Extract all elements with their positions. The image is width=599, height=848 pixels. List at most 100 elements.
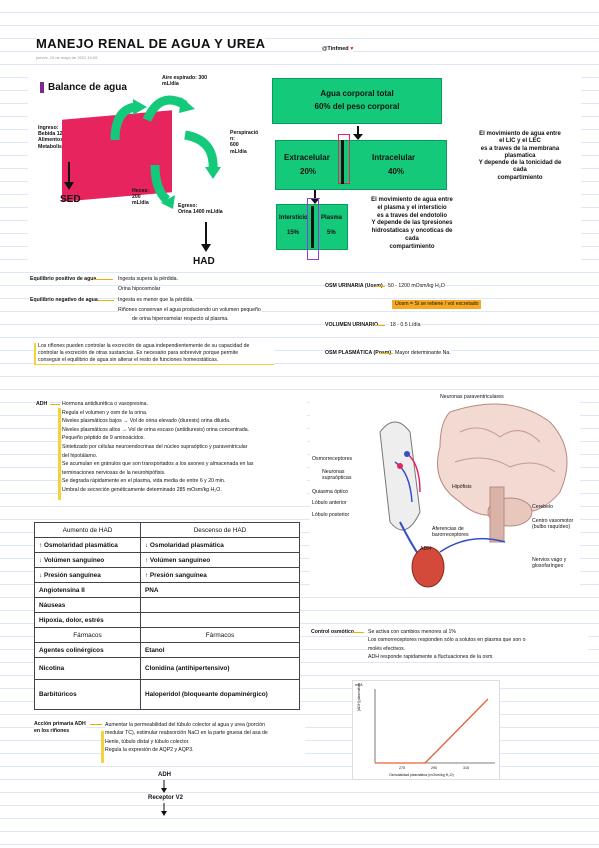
- arrow-down-icon: [353, 126, 363, 140]
- graph-svg: [374, 689, 495, 764]
- table-cell: Fármacos: [34, 627, 141, 643]
- label-line: en los riñones: [34, 728, 70, 734]
- negative-item: Riñones conservan el agua produciendo un…: [118, 307, 261, 314]
- perspiration-text: Perspiració n: 600 mL/día: [230, 130, 258, 155]
- note-line: el LIC y el LEC: [499, 138, 541, 145]
- flow-arrows-icon: [110, 95, 221, 209]
- table-cell: ↓ Presión sanguínea: [34, 567, 141, 583]
- label-line: Neuronas: [322, 469, 345, 475]
- arrow-down-icon: [310, 190, 320, 204]
- label-baroreceptors: Aferencias de barorreceptores: [432, 526, 469, 538]
- graph-xlabel: Osmolalidad plasmática (mOsm/kg H₂O): [389, 773, 454, 777]
- positive-item: Ingesta supera la pérdida.: [118, 276, 178, 283]
- feces-line: mL/día: [132, 200, 149, 207]
- table-cell: ↑ Osmolaridad plasmática: [34, 537, 141, 553]
- author-handle: @Tinfmed ♥: [322, 46, 354, 52]
- page-title: MANEJO RENAL DE AGUA Y UREA: [36, 36, 266, 51]
- heart-icon: ♥: [350, 46, 354, 52]
- urine-volume-label: VOLUMEN URINARIO: [325, 322, 379, 329]
- inter-pct: 15%: [287, 230, 300, 236]
- egress-line: Orina 1400 mL/día: [178, 209, 223, 216]
- label-line: supraópticas: [322, 475, 352, 482]
- osmotic-item: Se activa con cambios menores al 1%: [368, 629, 456, 635]
- adh-item: Hormona antidiurética o vasopresina.: [62, 401, 148, 407]
- adh-item: Se acumulan en gránulos que son transpor…: [62, 461, 254, 468]
- table-cell: Clonidina (antihipertensivo): [139, 657, 301, 680]
- feces-line: 200: [132, 194, 141, 201]
- label-line: barorreceptores: [432, 532, 469, 539]
- table-cell: Hipoxia, dolor, estrés: [34, 612, 141, 628]
- osmotic-item: Los osmorreceptores responden sólo a sol…: [368, 637, 526, 644]
- adh-osm-graph: mU/L [ADH] plasmática 275 290 315 Osmola…: [352, 680, 500, 780]
- note-line: Y depende de la tonicidad de: [478, 160, 562, 167]
- had-table: Aumento de HAD Descenso de HAD ↑ Osmolar…: [34, 522, 301, 710]
- intra-label: Intracelular: [372, 153, 416, 162]
- table-row: ↑ Osmolaridad plasmática↓ Osmolaridad pl…: [34, 537, 301, 553]
- egress-line: Egreso:: [178, 203, 198, 209]
- table-cell: Barbitúricos: [34, 679, 141, 710]
- plasma-osm-label: OSM PLASMÁTICA (Posm): [325, 350, 392, 357]
- label-vasomotor: Centro vasomotor (bulbo raquídeo): [532, 518, 573, 530]
- table-cell: [139, 612, 301, 628]
- label-line: glosofaríngeo: [532, 563, 564, 570]
- arrow-down-icon: [161, 780, 167, 793]
- page-date: jueves, 15 de mayo de 2022 10:09: [36, 55, 98, 60]
- label-line: (bulbo raquídeo): [532, 524, 571, 531]
- sweat-line: Perspiració: [230, 130, 259, 136]
- adh-list: Hormona antidiurética o vasopresina. Reg…: [62, 400, 307, 495]
- table-cell: Etanol: [139, 642, 301, 658]
- graph-xtick: 275: [399, 766, 405, 770]
- graph-xtick: 315: [463, 766, 469, 770]
- note-line: es a traves del endotolio: [376, 212, 448, 219]
- osmotic-control-list: Se activa con cambios menores al 1% Los …: [368, 628, 588, 662]
- kidney-paragraph: Los riñones pueden controlar la excreció…: [34, 343, 274, 365]
- table-header: Descenso de HAD: [139, 522, 301, 538]
- note-line: compartimiento: [389, 243, 435, 250]
- table-row: ↓ Presión sanguínea↑ Presión sanguínea: [34, 567, 301, 583]
- label-line: Centro vasomotor: [532, 518, 574, 524]
- note-line: es a traves de la membrana: [480, 145, 560, 152]
- table-cell: [139, 597, 301, 613]
- adh-item: Se degrada rápidamente en el plasma, vid…: [62, 478, 226, 485]
- primary-action-label: Acción primaria ADH en los riñones: [34, 721, 86, 735]
- lic-lec-note: El movimiento de agua entre el LIC y el …: [450, 131, 590, 182]
- endothelium-line: [311, 206, 314, 248]
- table-cell: ↑ Volúmen sanguíneo: [139, 552, 301, 568]
- negative-item: de orina hiperosmolar respecto al plasma…: [132, 316, 229, 323]
- adh-marker: [58, 408, 61, 500]
- air-line: mL/día: [162, 81, 179, 88]
- table-cell: ↓ Osmolaridad plasmática: [139, 537, 301, 553]
- table-header-row: Aumento de HAD Descenso de HAD: [34, 522, 301, 538]
- label-cerebellum: Cerebelo: [532, 504, 554, 510]
- thirst-label: SED: [60, 194, 81, 205]
- positive-balance-label: Equilibrio positivo de agua: [30, 276, 97, 283]
- note-line: Y depende de las tpresiones: [371, 220, 453, 227]
- note-line: cada: [513, 167, 527, 174]
- arrow-down-icon: [161, 803, 167, 816]
- table-cell: PNA: [139, 582, 301, 598]
- adh-label: ADH: [36, 401, 48, 408]
- graph-ylabel: [ADH] plasmática: [357, 683, 361, 711]
- adh-item: Pequeño péptido de 9 aminoácidos.: [62, 435, 145, 442]
- extra-label: Extracelular: [284, 153, 330, 162]
- extra-pct: 20%: [300, 167, 317, 176]
- label-supraoptic: Neuronas supraópticas: [322, 469, 351, 481]
- primary-item: medular TC), estimular reabsorción NaCl …: [105, 730, 268, 737]
- table-cell: Haloperidol (bloqueante dopaminérgico): [139, 679, 301, 710]
- arrow-down-icon: [201, 222, 211, 252]
- table-cell: Náuseas: [34, 597, 141, 613]
- urine-osm-formula: Uosm = Si se retiene / vol excretado: [392, 300, 482, 309]
- sweat-line: 600: [230, 142, 239, 149]
- intake-line: Ingreso:: [38, 125, 59, 131]
- label-line: Aferencias de: [432, 526, 464, 532]
- adh-item: Regula el volumen y osm de la orina.: [62, 409, 148, 416]
- adh-item: Umbral de secreción genéticamente determ…: [62, 486, 222, 493]
- graph-xtick: 290: [431, 766, 437, 770]
- sweat-line: n:: [230, 136, 235, 143]
- label-vagus: Nervios vago y glosofaríngeo: [532, 557, 566, 569]
- membrane-marker: [338, 134, 350, 184]
- label-anterior-lobe: Lóbulo anterior: [312, 500, 347, 506]
